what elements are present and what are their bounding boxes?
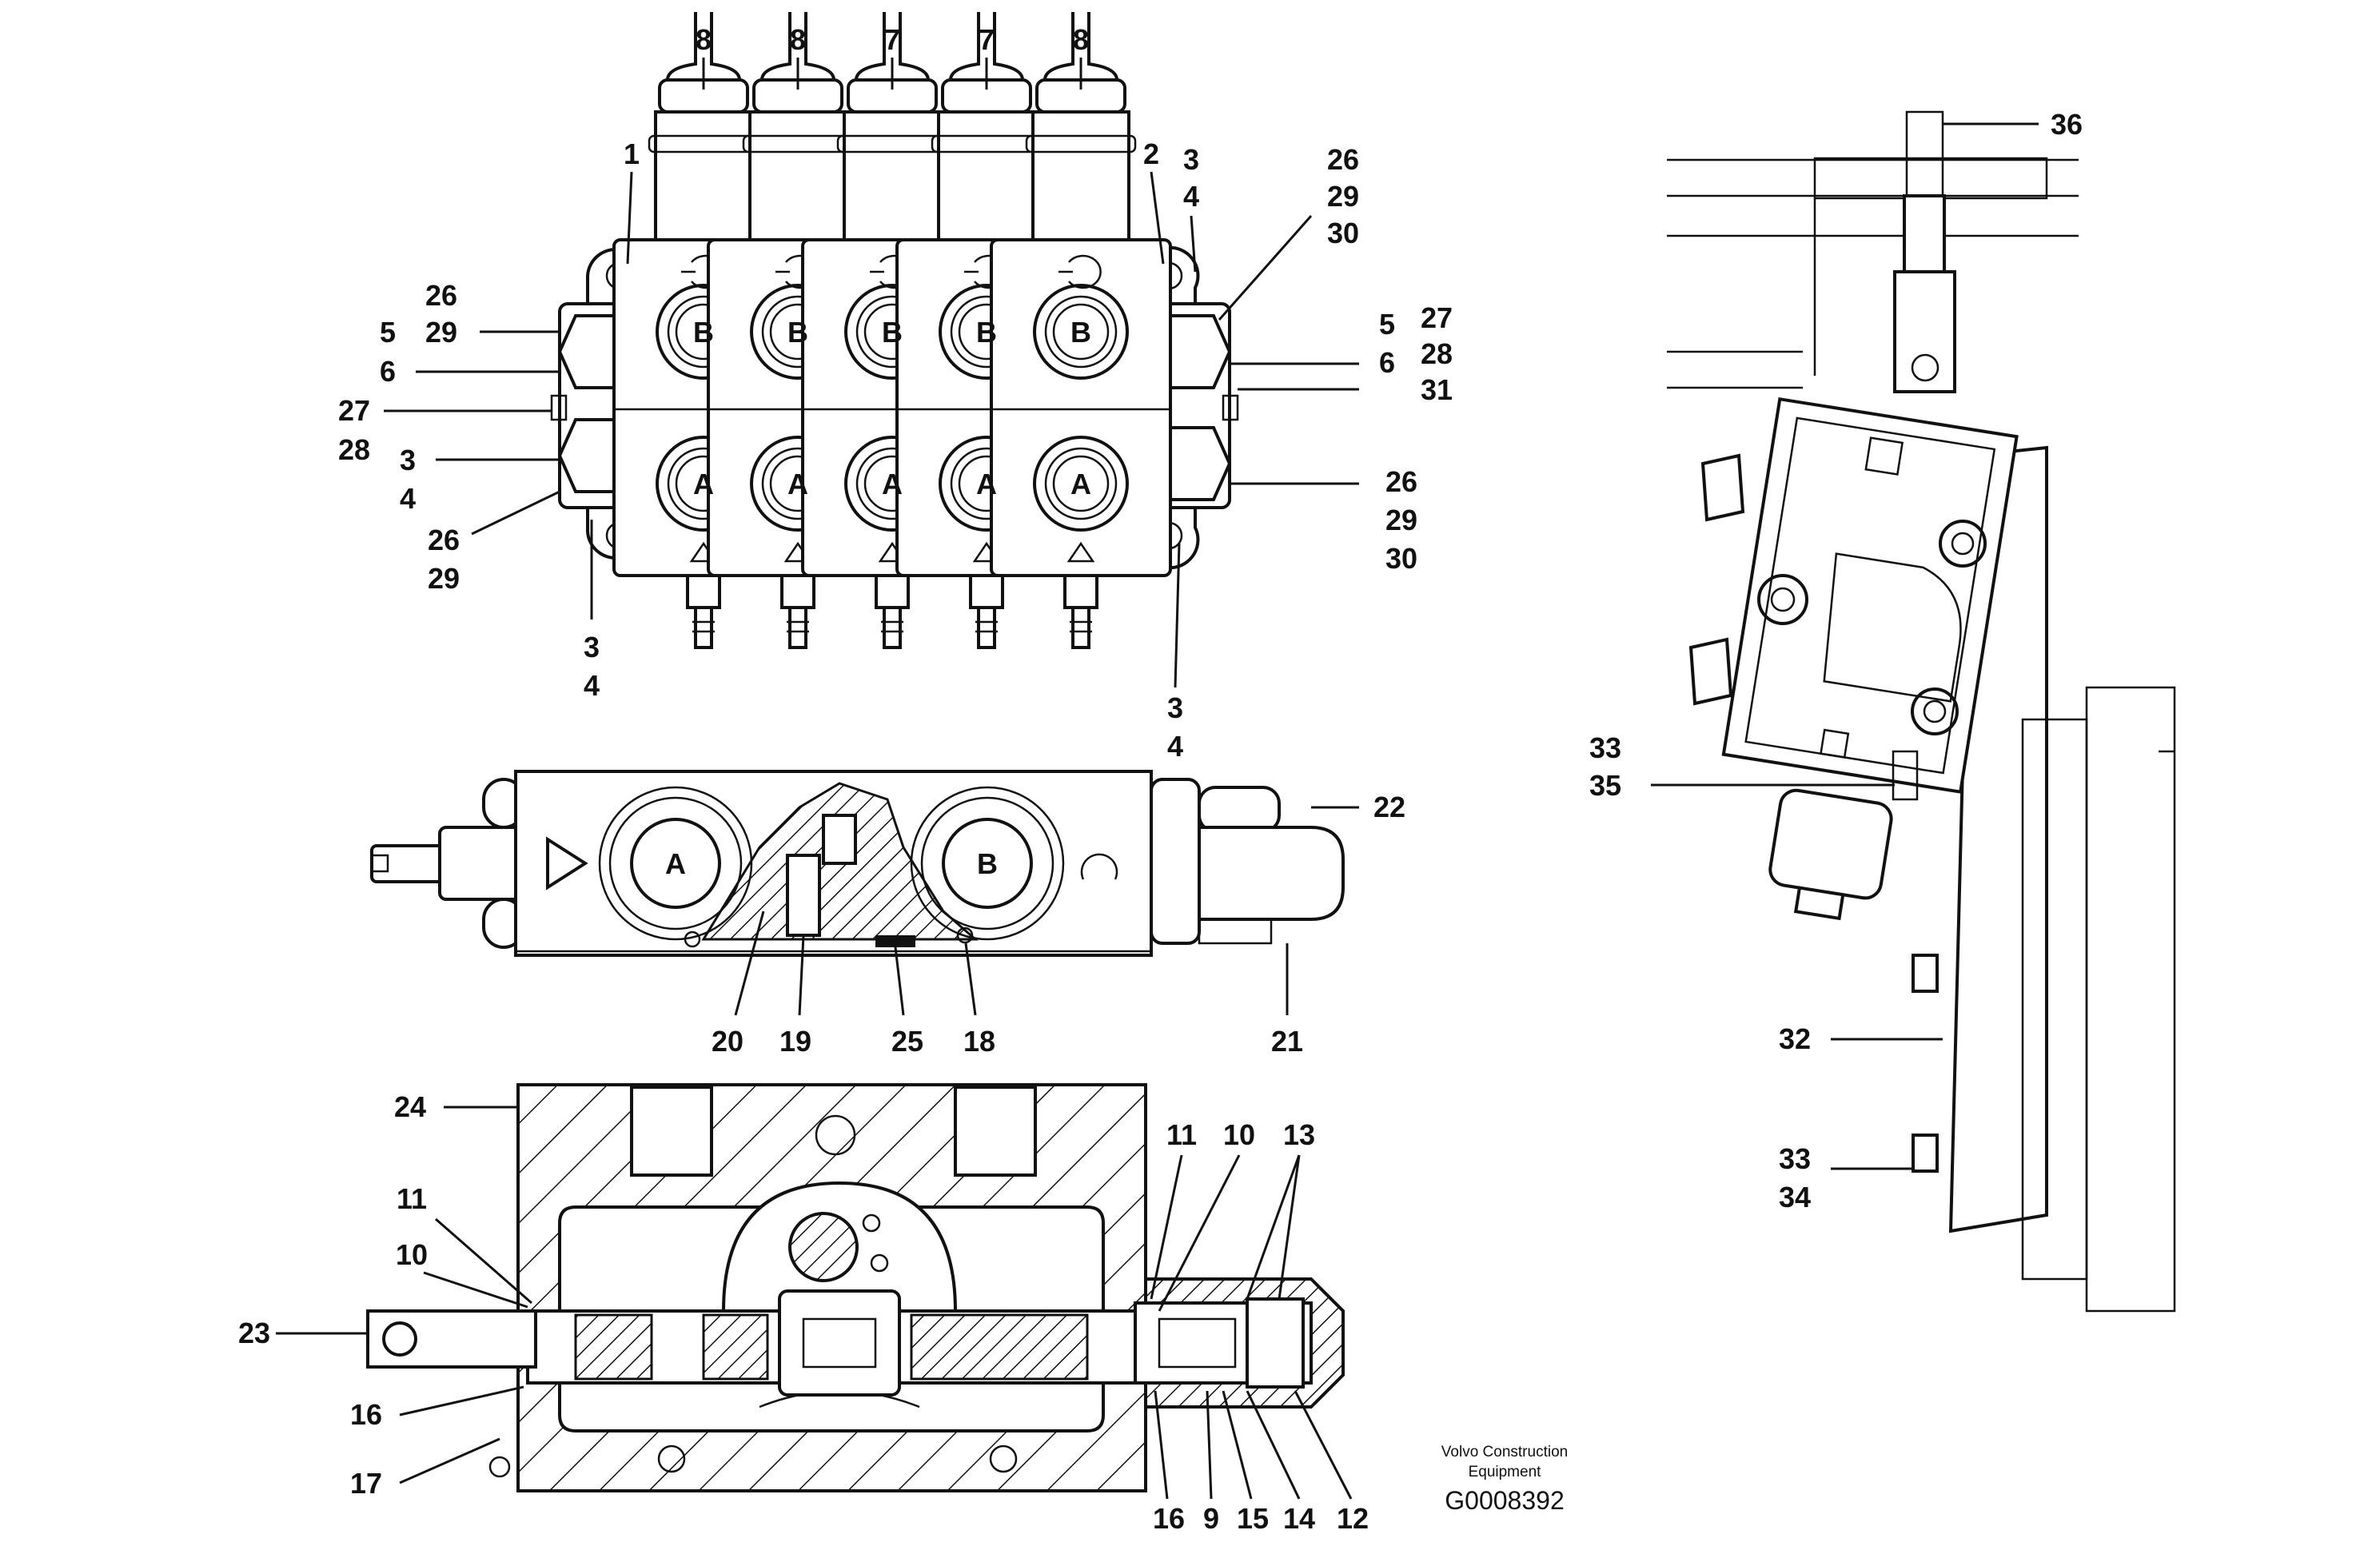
callout-27: 27	[338, 394, 370, 427]
callout-22: 22	[1373, 791, 1405, 823]
callout-1: 1	[624, 137, 640, 170]
callout-35: 35	[1589, 769, 1621, 802]
callout-2: 2	[1143, 137, 1159, 170]
callout-27: 27	[1421, 301, 1453, 334]
callout-15: 15	[1237, 1502, 1269, 1535]
callout-3: 3	[584, 631, 600, 663]
port-b-label-5: B	[1070, 316, 1091, 349]
callout-31: 31	[1421, 373, 1453, 406]
port-a-label-4: A	[976, 468, 997, 500]
callout-4: 4	[1167, 730, 1183, 763]
callout-11: 11	[397, 1182, 427, 1215]
callout-4: 4	[400, 482, 416, 515]
company-name-line2: Equipment	[1469, 1464, 1542, 1480]
port-b-label-side: B	[977, 847, 998, 880]
callout-9: 9	[1203, 1502, 1219, 1535]
callout-6: 6	[380, 355, 396, 388]
valve-spool-cross-section	[366, 1083, 1345, 1492]
port-a-label-side: A	[665, 847, 686, 880]
callout-14: 14	[1283, 1502, 1315, 1535]
port-a-label-2: A	[787, 468, 808, 500]
drawing-caption: Volvo Construction Equipment G0008392	[1441, 1444, 1568, 1515]
callout-33: 33	[1779, 1142, 1811, 1175]
callout-26: 26	[1327, 143, 1359, 176]
callout-16: 16	[1153, 1502, 1185, 1535]
callout-13: 13	[1283, 1118, 1315, 1151]
callout-20: 20	[712, 1025, 744, 1058]
callout-30: 30	[1327, 217, 1359, 249]
callout-3: 3	[400, 444, 416, 476]
callout-29: 29	[428, 562, 460, 595]
callout-8: 8	[696, 23, 712, 56]
callout-24: 24	[394, 1090, 426, 1123]
callout-29: 29	[1327, 180, 1359, 213]
callout-3: 3	[1183, 143, 1199, 176]
drawing-id: G0008392	[1445, 1486, 1564, 1515]
callout-11: 11	[1166, 1118, 1197, 1151]
port-a-label-1: A	[693, 468, 714, 500]
callout-33: 33	[1589, 731, 1621, 764]
port-b-label-1: B	[693, 316, 714, 349]
callout-5: 5	[380, 316, 396, 349]
callout-17: 17	[350, 1467, 382, 1500]
company-name: Volvo Construction	[1441, 1444, 1568, 1460]
callout-29: 29	[1385, 504, 1417, 536]
port-b-label-3: B	[882, 316, 903, 349]
callout-23: 23	[238, 1317, 270, 1349]
callout-34: 34	[1779, 1181, 1811, 1213]
callout-28: 28	[1421, 337, 1453, 370]
callout-26: 26	[425, 279, 457, 312]
callout-25: 25	[891, 1025, 923, 1058]
valve-section-side-view: A B	[370, 770, 1345, 957]
callout-19: 19	[779, 1025, 811, 1058]
callout-26: 26	[428, 524, 460, 556]
callout-16: 16	[350, 1398, 382, 1431]
callout-7: 7	[979, 23, 995, 56]
callout-28: 28	[338, 433, 370, 466]
port-a-label-5: A	[1070, 468, 1091, 500]
callout-18: 18	[963, 1025, 995, 1058]
callout-29: 29	[425, 316, 457, 349]
leader-lines	[276, 58, 2039, 1500]
callout-21: 21	[1271, 1025, 1303, 1058]
callout-32: 32	[1779, 1022, 1811, 1055]
callout-10: 10	[1223, 1118, 1255, 1151]
callout-numbers: 8 8 7 7 8 1 2 3 4 26 29 30 26 29 5 6 27 …	[238, 23, 2083, 1535]
port-b-label-4: B	[976, 316, 997, 349]
callout-10: 10	[396, 1238, 428, 1271]
callout-12: 12	[1337, 1502, 1369, 1535]
callout-5: 5	[1379, 308, 1395, 341]
callout-8: 8	[1073, 23, 1089, 56]
callout-6: 6	[1379, 346, 1395, 379]
callout-7: 7	[884, 23, 900, 56]
callout-8: 8	[790, 23, 806, 56]
callout-26: 26	[1385, 465, 1417, 498]
callout-36: 36	[2051, 108, 2083, 141]
port-b-label-2: B	[787, 316, 808, 349]
callout-30: 30	[1385, 542, 1417, 575]
valve-block-top-view: B B B B B A A A A A	[550, 10, 1239, 649]
callout-4: 4	[1183, 180, 1199, 213]
callout-3: 3	[1167, 691, 1183, 724]
valve-mounting-assembly	[1667, 110, 2176, 1313]
port-a-label-3: A	[882, 468, 903, 500]
callout-4: 4	[584, 669, 600, 702]
